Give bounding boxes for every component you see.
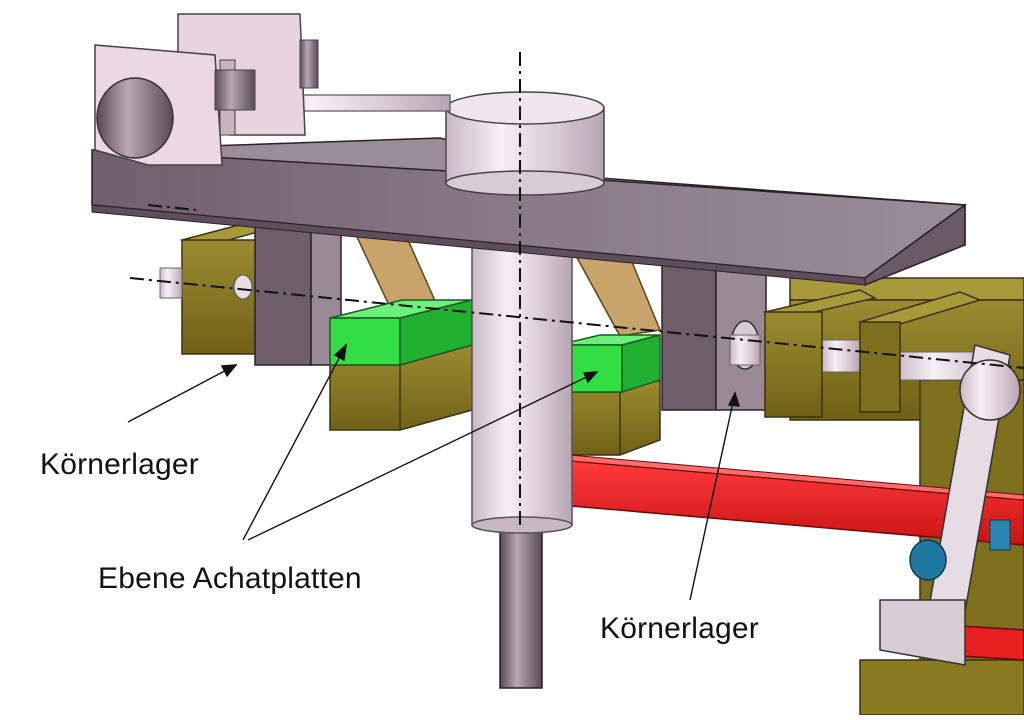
spindle-boss [445, 91, 605, 196]
leader-right-bearing [689, 392, 736, 601]
blue-pin [909, 539, 947, 581]
label-left-pivot-bearing: Körnerlager [40, 448, 199, 481]
left-agate-plate [329, 299, 473, 366]
leader-agate-right [247, 371, 598, 541]
label-right-pivot-bearing: Körnerlager [600, 612, 759, 645]
counterweight-assembly [94, 13, 451, 166]
leader-lines [127, 343, 740, 601]
tilt-axis-line [129, 277, 1024, 369]
left-bearing-block [179, 221, 268, 355]
leader-left-bearing [127, 364, 237, 423]
leader-agate-left [242, 344, 347, 541]
right-bearing-block [762, 289, 983, 418]
lever-arm [879, 344, 1021, 666]
left-pivot-pin [159, 267, 183, 299]
spindle-shaft [499, 519, 543, 689]
counterweight-knob [96, 77, 174, 159]
label-agate-plates: Ebene Achatplatten [98, 562, 362, 595]
